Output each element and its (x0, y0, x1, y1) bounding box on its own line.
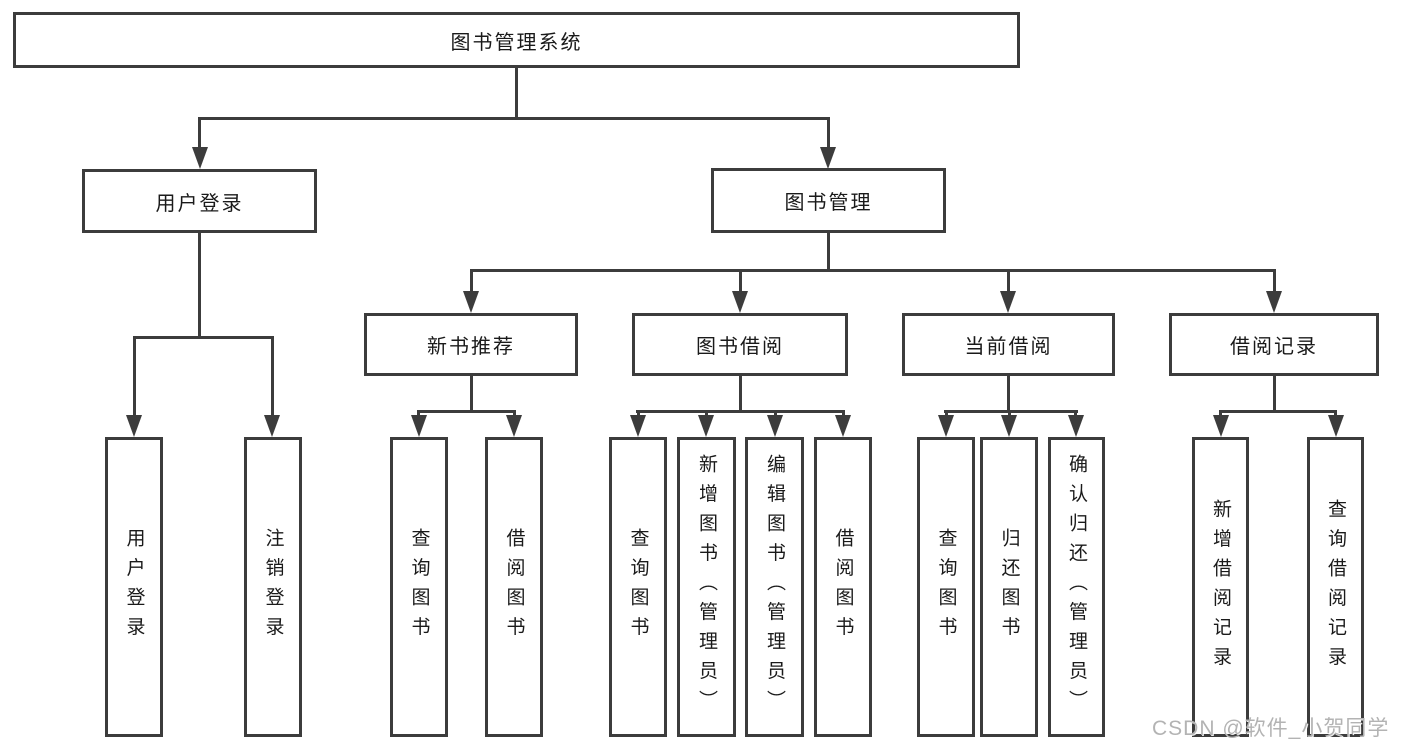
arrow-down-icon (1213, 415, 1229, 437)
arrow-down-icon (732, 291, 748, 313)
node-book-management: 图书管理 (711, 168, 946, 233)
arrow-down-icon (1000, 291, 1016, 313)
arrow-down-icon (820, 147, 836, 169)
connector-line (944, 410, 1078, 413)
connector-line (842, 410, 845, 418)
leaf-add-book-admin: 新增图书（管理员） (677, 437, 736, 737)
arrow-down-icon (1266, 291, 1282, 313)
connector-line (515, 66, 518, 117)
connector-line (1007, 374, 1010, 410)
node-borrowing-records: 借阅记录 (1169, 313, 1379, 376)
connector-line (133, 336, 274, 339)
connector-line (133, 336, 136, 417)
leaf-label: 查询借阅记录 (1325, 498, 1346, 676)
connector-line (827, 117, 830, 150)
arrow-down-icon (1328, 415, 1344, 437)
node-new-book-recommend: 新书推荐 (364, 313, 578, 376)
leaf-query-books-current: 查询图书 (917, 437, 975, 737)
node-current-borrowing: 当前借阅 (902, 313, 1115, 376)
connector-line (1219, 410, 1222, 418)
connector-line (470, 269, 473, 293)
connector-line (470, 374, 473, 410)
leaf-label: 新增图书（管理员） (696, 454, 717, 720)
connector-line (1273, 269, 1276, 293)
connector-line (1008, 410, 1011, 418)
connector-line (636, 410, 845, 413)
leaf-label: 借阅图书 (832, 528, 854, 646)
arrow-down-icon (506, 415, 522, 437)
node-user-login: 用户登录 (82, 169, 317, 233)
connector-line (739, 374, 742, 410)
connector-line (198, 117, 201, 150)
leaf-label: 用户登录 (123, 528, 145, 646)
leaf-borrow-books-recommend: 借阅图书 (485, 437, 543, 737)
arrow-down-icon (767, 415, 783, 437)
leaf-label: 确认归还（管理员） (1066, 454, 1087, 720)
leaf-label: 查询图书 (935, 528, 957, 646)
arrow-down-icon (411, 415, 427, 437)
connector-line (1273, 374, 1276, 410)
leaf-user-login: 用户登录 (105, 437, 163, 737)
connector-line (198, 231, 201, 336)
arrow-down-icon (1001, 415, 1017, 437)
leaf-confirm-return-admin: 确认归还（管理员） (1048, 437, 1105, 737)
csdn-watermark: CSDN @软件_小贺同学 (1152, 717, 1390, 740)
node-library-system: 图书管理系统 (13, 12, 1020, 68)
connector-line (1219, 410, 1337, 413)
leaf-query-books-borrow: 查询图书 (609, 437, 667, 737)
connector-line (945, 410, 948, 418)
arrow-down-icon (698, 415, 714, 437)
node-book-borrowing: 图书借阅 (632, 313, 848, 376)
arrow-down-icon (463, 291, 479, 313)
connector-line (417, 410, 516, 413)
connector-line (774, 410, 777, 418)
arrow-down-icon (630, 415, 646, 437)
leaf-label: 借阅图书 (503, 528, 525, 646)
leaf-query-books-recommend: 查询图书 (390, 437, 448, 737)
connector-line (1334, 410, 1337, 418)
leaf-label: 新增借阅记录 (1210, 498, 1231, 676)
connector-line (198, 117, 830, 120)
leaf-add-borrow-record: 新增借阅记录 (1192, 437, 1249, 737)
leaf-logout: 注销登录 (244, 437, 302, 737)
connector-line (1074, 410, 1077, 418)
leaf-label: 编辑图书（管理员） (764, 454, 785, 720)
leaf-borrow-books: 借阅图书 (814, 437, 872, 737)
leaf-label: 查询图书 (408, 528, 430, 646)
leaf-return-book: 归还图书 (980, 437, 1038, 737)
leaf-label: 查询图书 (627, 528, 649, 646)
arrow-down-icon (126, 415, 142, 437)
leaf-edit-book-admin: 编辑图书（管理员） (745, 437, 804, 737)
arrow-down-icon (1068, 415, 1084, 437)
connector-line (1007, 269, 1010, 293)
connector-line (637, 410, 640, 418)
connector-line (513, 410, 516, 418)
leaf-label: 归还图书 (998, 528, 1020, 646)
arrow-down-icon (835, 415, 851, 437)
leaf-label: 注销登录 (262, 528, 284, 646)
connector-line (417, 410, 420, 418)
connector-line (705, 410, 708, 418)
connector-line (827, 231, 830, 269)
arrow-down-icon (938, 415, 954, 437)
leaf-query-borrow-record: 查询借阅记录 (1307, 437, 1364, 737)
arrow-down-icon (264, 415, 280, 437)
connector-line (470, 269, 1276, 272)
connector-line (739, 269, 742, 293)
arrow-down-icon (192, 147, 208, 169)
connector-line (271, 336, 274, 417)
